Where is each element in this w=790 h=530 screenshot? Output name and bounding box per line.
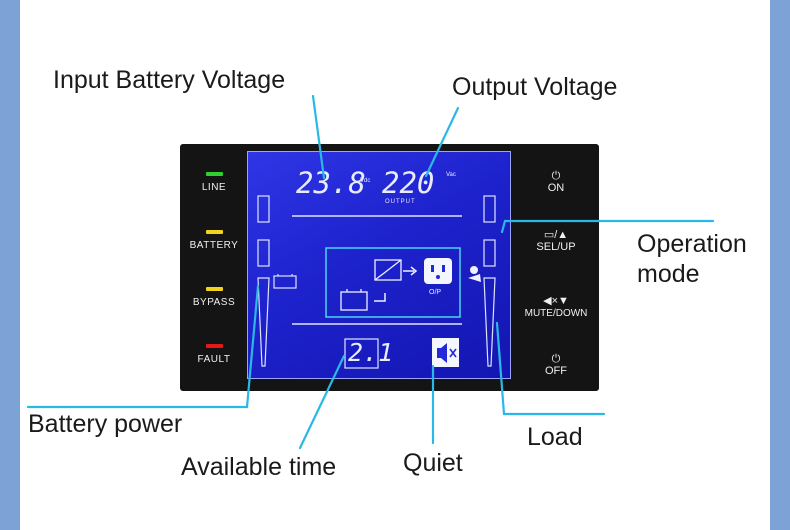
outlet-icon <box>424 258 452 284</box>
mute-down-button-label: MUTE/DOWN <box>524 308 588 319</box>
load-callout: Load <box>527 423 583 451</box>
indicator-fault: FAULT <box>179 344 249 365</box>
mode-arrow <box>374 266 418 302</box>
off-button-label: OFF <box>545 365 567 377</box>
left-side-band <box>0 0 20 530</box>
select-up-icon: ▭/▲ <box>543 229 569 241</box>
right-side-band <box>770 0 790 530</box>
indicator-label: BATTERY <box>189 240 239 251</box>
indicator-battery: BATTERY <box>179 230 249 251</box>
fan-icon <box>468 266 481 282</box>
available-time-frame <box>344 338 379 369</box>
sel-up-button-label: SEL/UP <box>536 241 576 253</box>
indicator-line: LINE <box>179 172 249 193</box>
lcd-graphics <box>257 195 496 369</box>
quiet-callout: Quiet <box>403 449 463 477</box>
operation-mode-callout-line1: Operation <box>637 230 747 258</box>
power-icon: ⏻ <box>551 170 561 182</box>
load-level-bar <box>483 195 496 367</box>
fault-lamp <box>205 344 223 348</box>
indicator-label: LINE <box>201 182 227 193</box>
battery-voltage-unit: Vdc <box>360 178 371 184</box>
bypass-lamp <box>205 287 223 291</box>
operation-mode-box <box>325 247 461 318</box>
output-tag: OUTPUT <box>385 199 416 205</box>
mute-down-button[interactable]: ◀×▼ MUTE/DOWN <box>516 295 596 320</box>
available-time-readout: 2.1 <box>348 338 394 367</box>
battery-level-icon <box>273 274 297 289</box>
inverter-icon <box>374 259 402 281</box>
mute-icon <box>432 338 459 367</box>
on-button[interactable]: ⏻ ON <box>516 170 596 195</box>
input-battery-voltage-callout: Input Battery Voltage <box>53 66 286 94</box>
on-button-label: ON <box>547 182 565 194</box>
operation-mode-callout-line2: mode <box>637 260 700 288</box>
indicator-label: BYPASS <box>192 297 236 308</box>
off-button[interactable]: ⏻ OFF <box>516 353 596 378</box>
sel-up-button[interactable]: ▭/▲ SEL/UP <box>516 229 596 254</box>
indicator-label: FAULT <box>197 354 231 365</box>
power-off-icon: ⏻ <box>551 353 561 365</box>
battery-level-bar <box>257 195 270 367</box>
line-lamp <box>205 172 223 176</box>
indicator-bypass: BYPASS <box>179 287 249 308</box>
mute-down-icon: ◀×▼ <box>543 295 569 307</box>
output-voltage-callout: Output Voltage <box>452 73 618 101</box>
battery-power-callout: Battery power <box>28 410 183 438</box>
battery-lamp <box>205 230 223 234</box>
battery-voltage-readout: 23.8 <box>296 166 366 200</box>
available-time-callout: Available time <box>181 453 337 481</box>
lcd-screen: 23.8 Vdc 220 Vac OUTPUT <box>247 151 511 379</box>
op-tag: O/P <box>429 289 442 296</box>
battery-mode-icon <box>340 289 368 311</box>
